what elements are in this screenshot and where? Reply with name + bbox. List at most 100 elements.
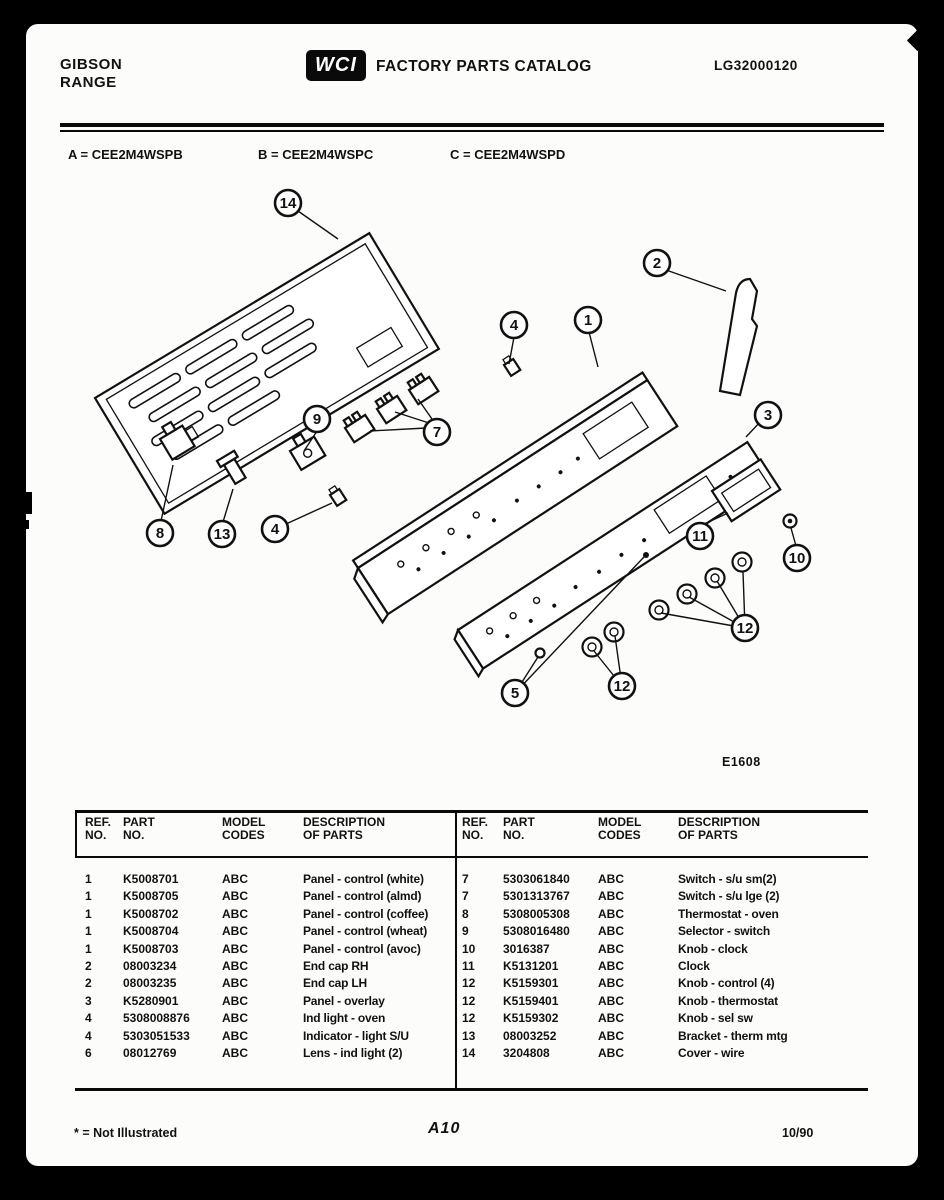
therm-bracket-part xyxy=(215,449,248,486)
part-no: K5131201 xyxy=(503,959,559,974)
svg-text:2: 2 xyxy=(653,255,661,272)
catalog-title: FACTORY PARTS CATALOG xyxy=(376,58,592,75)
ref-no: 12 xyxy=(462,993,476,1008)
part-no: 5308016480 xyxy=(503,924,570,939)
page-number: A10 xyxy=(428,1120,461,1137)
parts-row: 2 08003235 ABC End cap LH xyxy=(75,975,455,992)
wci-logo: WCI xyxy=(306,50,366,81)
parts-row: 13 08003252 ABC Bracket - therm mtg xyxy=(455,1028,868,1045)
svg-text:3: 3 xyxy=(764,407,772,424)
svg-text:10: 10 xyxy=(789,550,806,567)
exploded-parts-diagram: 14 2 4 1 3 9 7 8 13 4 xyxy=(40,169,880,769)
model-a: A = CEE2M4WSPB xyxy=(68,147,183,162)
part-no: 5308008876 xyxy=(123,1011,190,1026)
ref-no: 9 xyxy=(462,924,469,939)
part-description: Bracket - therm mtg xyxy=(678,1028,788,1043)
part-description: Panel - control (wheat) xyxy=(303,924,428,939)
part-no: 08012769 xyxy=(123,1046,177,1061)
parts-row: 1 K5008701 ABC Panel - control (white) xyxy=(75,871,455,888)
model-codes: ABC xyxy=(598,1011,624,1026)
callout-11: 11 xyxy=(685,521,715,551)
callout-14: 14 xyxy=(273,188,303,218)
col-header-part: PART NO. xyxy=(123,815,155,842)
surface-switch-part xyxy=(406,372,440,406)
part-description: Indicator - light S/U xyxy=(303,1028,409,1043)
parts-row: 11 K5131201 ABC Clock xyxy=(455,958,868,975)
part-no: K5008701 xyxy=(123,872,179,886)
parts-row: 3 K5280901 ABC Panel - overlay xyxy=(75,993,455,1010)
model-codes: ABC xyxy=(598,906,624,921)
part-no: 5303051533 xyxy=(123,1028,190,1043)
model-codes: ABC xyxy=(598,959,624,974)
callout-4b: 4 xyxy=(260,514,290,544)
parts-row: 12 K5159401 ABC Knob - thermostat xyxy=(455,993,868,1010)
parts-row: 1 K5008704 ABC Panel - control (wheat) xyxy=(75,923,455,940)
svg-text:13: 13 xyxy=(214,526,231,543)
parts-row: 9 5308016480 ABC Selector - switch xyxy=(455,923,868,940)
model-c: C = CEE2M4WSPD xyxy=(450,147,566,162)
callout-12b: 12 xyxy=(607,671,637,701)
part-no: 3016387 xyxy=(503,941,550,956)
part-no: K5008702 xyxy=(123,906,179,921)
svg-text:4: 4 xyxy=(271,521,280,538)
part-description: Switch - s/u lge (2) xyxy=(678,889,780,904)
ref-no: 4 xyxy=(85,1011,92,1026)
part-description: Switch - s/u sm(2) xyxy=(678,872,777,886)
table-header-rule xyxy=(75,856,868,858)
ref-no: 2 xyxy=(85,959,92,974)
callout-1: 1 xyxy=(573,305,603,335)
part-no: K5159302 xyxy=(503,1011,559,1026)
table-border-bottom xyxy=(75,1088,868,1091)
ref-no: 3 xyxy=(85,993,92,1008)
part-description: End cap RH xyxy=(303,959,369,974)
parts-row: 12 K5159301 ABC Knob - control (4) xyxy=(455,975,868,992)
svg-text:5: 5 xyxy=(511,685,519,702)
part-no: K5008705 xyxy=(123,889,179,904)
col-header-model: MODEL CODES xyxy=(598,815,642,842)
catalog-page: GIBSON RANGE WCI FACTORY PARTS CATALOG L… xyxy=(26,24,929,1166)
ref-no: 7 xyxy=(462,872,469,886)
callout-3: 3 xyxy=(753,400,783,430)
parts-row: 2 08003234 ABC End cap RH xyxy=(75,958,455,975)
part-description: Panel - overlay xyxy=(303,993,385,1008)
svg-text:12: 12 xyxy=(737,620,754,637)
col-header-ref: REF. NO. xyxy=(462,815,489,842)
svg-text:8: 8 xyxy=(156,525,164,542)
part-description: Panel - control (coffee) xyxy=(303,906,429,921)
part-description: Panel - control (almd) xyxy=(303,889,422,904)
scan-artifact xyxy=(26,492,32,514)
header-rule-bottom xyxy=(60,130,884,132)
svg-text:9: 9 xyxy=(313,411,321,428)
svg-text:11: 11 xyxy=(692,528,708,545)
scan-artifact xyxy=(26,520,29,529)
not-illustrated-note: * = Not Illustrated xyxy=(74,1126,178,1140)
part-no: K5280901 xyxy=(123,993,179,1008)
part-description: Cover - wire xyxy=(678,1046,745,1061)
header-rule-top xyxy=(60,123,884,127)
ref-no: 10 xyxy=(462,941,476,956)
part-no: 08003235 xyxy=(123,976,177,991)
parts-row: 7 5303061840 ABC Switch - s/u sm(2) xyxy=(455,871,868,888)
parts-row: 8 5308005308 ABC Thermostat - oven xyxy=(455,906,868,923)
model-codes: ABC xyxy=(598,889,624,904)
part-description: Knob - control (4) xyxy=(678,976,775,991)
model-codes: ABC xyxy=(222,1028,248,1043)
model-codes: ABC xyxy=(598,924,624,939)
ref-no: 7 xyxy=(462,889,469,904)
backguard-panel xyxy=(93,231,441,516)
table-border-left xyxy=(75,810,77,858)
parts-row: 4 5308008876 ABC Ind light - oven xyxy=(75,1010,455,1027)
leader-lines xyxy=(160,210,797,694)
model-codes: ABC xyxy=(222,993,248,1008)
ref-no: 1 xyxy=(85,906,92,921)
model-codes: ABC xyxy=(222,959,248,974)
svg-text:1: 1 xyxy=(584,312,592,329)
parts-row: 1 K5008702 ABC Panel - control (coffee) xyxy=(75,906,455,923)
svg-text:12: 12 xyxy=(614,678,631,695)
ref-no: 11 xyxy=(462,959,475,974)
ref-no: 1 xyxy=(85,872,92,886)
model-codes: ABC xyxy=(598,872,624,886)
part-no: 5301313767 xyxy=(503,889,570,904)
part-description: End cap LH xyxy=(303,976,368,991)
